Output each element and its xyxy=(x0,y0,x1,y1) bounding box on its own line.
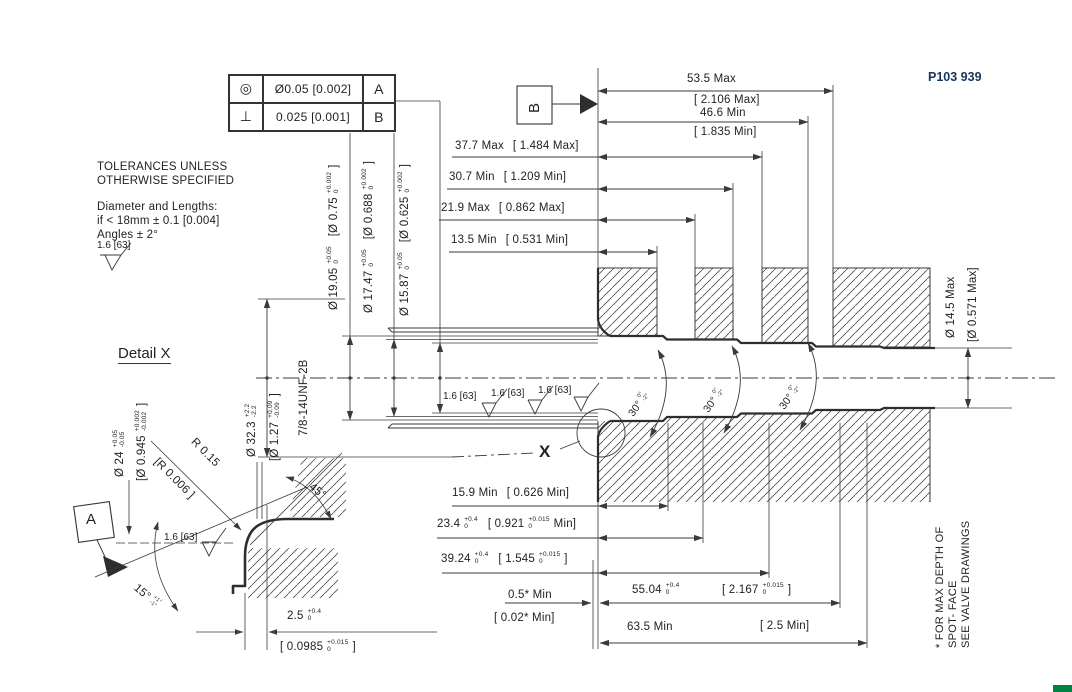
dimension-lines xyxy=(263,87,972,647)
dim-od-32-3: Ø 32.3 +2.2-2.2 xyxy=(244,403,259,457)
fcf-row2-value: 0.025 [0.001] xyxy=(263,103,363,131)
footnote-line1: * FOR MAX DEPTH OF xyxy=(934,526,946,648)
dim-63-5-min-in: [ 2.5 Min] xyxy=(760,620,810,632)
dim-46-6-min-in: [ 1.835 Min] xyxy=(694,126,757,138)
dim-13-5-min: 13.5 Min[ 0.531 Min] xyxy=(451,234,569,246)
dim-14-5-max-in: [Ø 0.571 Max] xyxy=(967,267,979,342)
feature-control-frame: ◎ Ø0.05 [0.002] A ⊥ 0.025 [0.001] B xyxy=(228,74,396,132)
dim-0-5-min: 0.5* Min xyxy=(508,589,552,601)
part-number: P103 939 xyxy=(928,70,982,84)
bore-profile xyxy=(596,268,935,502)
dim-0-5-min-in: [ 0.02* Min] xyxy=(494,612,555,624)
detail-title: Detail X xyxy=(118,345,171,364)
dim-24-in: [Ø 0.945 +0.002-0.002 ] xyxy=(134,402,149,481)
body-section-hatch xyxy=(597,267,931,502)
detail-profile xyxy=(231,517,334,594)
concentricity-icon: ◎ xyxy=(229,75,263,103)
tolerance-title-line1: TOLERANCES UNLESS xyxy=(97,161,228,173)
detail-callout xyxy=(451,408,626,458)
datum-a-flag xyxy=(73,501,128,577)
perpendicularity-icon: ⊥ xyxy=(229,103,263,131)
surface-finish-symbols xyxy=(100,242,600,558)
footnote-line2: SPOT- FACE xyxy=(947,580,959,648)
dim-od-1-27: [Ø 1.27 +0.09-0.09 ] xyxy=(267,393,282,461)
detail-x-callout: X xyxy=(539,442,552,461)
dim-53-5-max-in: [ 2.106 Max] xyxy=(694,94,760,106)
dim-30-7-min: 30.7 Min[ 1.209 Min] xyxy=(449,171,567,183)
general-finish-value: 1.6 [63] xyxy=(97,240,131,251)
finish-value-1: 1.6 [63] xyxy=(443,391,477,402)
chamfer-angle-arcs xyxy=(649,342,817,438)
datum-a-triangle xyxy=(103,556,128,577)
tolerance-title-line2: OTHERWISE SPECIFIED xyxy=(97,175,235,187)
corner-accent-bar xyxy=(1053,685,1072,692)
fcf-row2-datum: B xyxy=(363,103,395,131)
dim-46-6-min: 46.6 Min xyxy=(700,107,746,119)
dim-63-5-min: 63.5 Min xyxy=(627,621,673,633)
finish-value-2: 1.6 [63] xyxy=(491,388,525,399)
datum-b-triangle xyxy=(580,94,598,114)
detail-x-view xyxy=(94,440,437,650)
tolerance-notes: TOLERANCES UNLESS OTHERWISE SPECIFIED Di… xyxy=(97,160,234,242)
dim-14-5-max: Ø 14.5 Max xyxy=(945,276,957,338)
dim-37-7-max: 37.7 Max[ 1.484 Max] xyxy=(455,140,579,152)
tolerance-body-line3: Angles ± 2° xyxy=(97,229,159,241)
dim-53-5-max: 53.5 Max xyxy=(687,73,736,85)
datum-a-label: A xyxy=(86,511,97,528)
tolerance-body-line1: Diameter and Lengths: xyxy=(97,201,218,213)
datum-b-label: B xyxy=(526,102,543,113)
fcf-row1-datum: A xyxy=(363,75,395,103)
dim-21-9-max: 21.9 Max[ 0.862 Max] xyxy=(441,202,565,214)
finish-value-3: 1.6 [63] xyxy=(538,385,572,396)
tolerance-body-line2: if < 18mm ± 0.1 [0.004] xyxy=(97,215,220,227)
dim-24: Ø 24 +0.05-0.05 xyxy=(112,429,127,477)
thread-callout: 7/8-14UNF-2B xyxy=(298,359,310,436)
fcf-row1-value: Ø0.05 [0.002] xyxy=(263,75,363,103)
finish-value-detail: 1.6 [63] xyxy=(164,532,198,543)
extension-lines xyxy=(258,68,1012,649)
thread-lines xyxy=(387,327,598,429)
datum-b-flag xyxy=(516,85,598,125)
dim-15-9-min: 15.9 Min[ 0.626 Min] xyxy=(452,487,570,499)
spotface-footnote: * FOR MAX DEPTH OF SPOT- FACE SEE VALVE … xyxy=(934,521,973,648)
footnote-line3: SEE VALVE DRAWINGS xyxy=(960,520,972,648)
